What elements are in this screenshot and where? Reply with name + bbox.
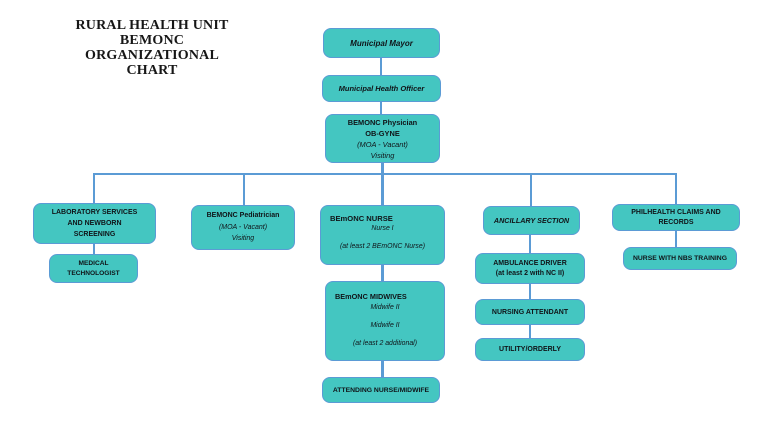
node-title: BEMONC Pediatrician: [206, 212, 280, 220]
node-bemonc-midwives: BEmONC MIDWIVES Midwife II Midwife II (a…: [325, 281, 445, 361]
node-label-line: LABORATORY SERVICES: [51, 209, 138, 216]
node-label-line: TECHNOLOGIST: [67, 269, 120, 277]
node-label: ANCILLARY SECTION: [493, 216, 570, 225]
chart-title-line: RURAL HEALTH UNIT: [75, 18, 229, 33]
node-ambulance-driver: AMBULANCE DRIVER (at least 2 with NC II): [475, 253, 585, 284]
node-title: BEmONC NURSE: [330, 214, 393, 223]
node-note: (MOA - Vacant): [218, 223, 268, 231]
node-label-line: AMBULANCE DRIVER: [493, 259, 567, 267]
node-label: Municipal Health Officer: [338, 84, 425, 93]
node-ancillary-section: ANCILLARY SECTION: [483, 206, 580, 235]
node-note: Midwife II: [370, 304, 400, 311]
chart-title: RURAL HEALTH UNIT BEMONC ORGANIZATIONAL …: [62, 18, 242, 78]
chart-title-line: BEMONC: [119, 33, 185, 48]
node-title: BEMONC Physician: [347, 117, 418, 127]
node-note: Visiting: [231, 235, 255, 243]
connector-ambulance-nursing-attendant: [529, 284, 531, 299]
node-label: ATTENDING NURSE/MIDWIFE: [332, 386, 430, 394]
connector-drop-laboratory: [93, 173, 95, 203]
node-label-line: MEDICAL: [78, 260, 109, 267]
node-nurse-nbs-training: NURSE WITH NBS TRAINING: [623, 247, 737, 270]
node-label: NURSING ATTENDANT: [491, 308, 569, 316]
node-label: Municipal Mayor: [350, 38, 413, 48]
node-note: (at least 2 BEmONC Nurse): [339, 243, 425, 250]
node-note: Visiting: [370, 150, 395, 160]
node-label-line: SCREENING: [73, 231, 116, 238]
node-title: BEmONC MIDWIVES: [335, 292, 407, 301]
connector-nursing-attendant-utility: [529, 325, 531, 338]
chart-title-line: ORGANIZATIONAL CHART: [84, 48, 219, 78]
node-philhealth-claims-records: PHILHEALTH CLAIMS AND RECORDS: [612, 204, 740, 231]
node-label: NURSE WITH NBS TRAINING: [632, 255, 728, 262]
connector-physician-branch: [381, 163, 384, 174]
connector-health-officer-physician: [380, 102, 382, 114]
node-laboratory-services: LABORATORY SERVICES AND NEWBORN SCREENIN…: [33, 203, 156, 244]
connector-ancillary-ambulance: [529, 235, 531, 253]
connector-philhealth-nbs-nurse: [675, 231, 677, 247]
node-subtitle: OB-GYNE: [365, 128, 400, 138]
node-label-line: AND NEWBORN: [67, 220, 122, 227]
node-note: Midwife II: [370, 322, 400, 329]
node-label: UTILITY/ORDERLY: [499, 346, 561, 353]
node-medical-technologist: MEDICAL TECHNOLOGIST: [49, 254, 138, 283]
connector-drop-pediatrician: [243, 173, 245, 205]
node-nursing-attendant: NURSING ATTENDANT: [475, 299, 585, 325]
node-bemonc-nurse: BEmONC NURSE Nurse I (at least 2 BEmONC …: [320, 205, 445, 265]
node-note: Nurse I: [371, 225, 394, 232]
connector-laboratory-medtech: [93, 244, 95, 254]
node-note: (at least 2 additional): [353, 340, 417, 347]
connector-drop-nurse: [381, 173, 384, 205]
node-label-line: (at least 2 with NC II): [495, 269, 565, 277]
node-bemonc-pediatrician: BEMONC Pediatrician (MOA - Vacant) Visit…: [191, 205, 295, 250]
node-utility-orderly: UTILITY/ORDERLY: [475, 338, 585, 361]
connector-nurse-midwives: [381, 265, 384, 281]
node-municipal-mayor: Municipal Mayor: [323, 28, 440, 58]
connector-midwives-attending: [381, 361, 384, 377]
node-bemonc-physician: BEMONC Physician OB-GYNE (MOA - Vacant) …: [325, 114, 440, 163]
connector-mayor-health-officer: [380, 58, 382, 75]
connector-drop-philhealth: [675, 173, 677, 204]
node-label-line: RECORDS: [658, 218, 694, 226]
node-note: (MOA - Vacant): [357, 139, 408, 149]
connector-branch-horizontal: [93, 173, 677, 175]
node-label-line: PHILHEALTH CLAIMS AND: [631, 208, 721, 216]
node-municipal-health-officer: Municipal Health Officer: [322, 75, 441, 102]
node-attending-nurse-midwife: ATTENDING NURSE/MIDWIFE: [322, 377, 440, 403]
connector-drop-ancillary: [530, 173, 532, 206]
